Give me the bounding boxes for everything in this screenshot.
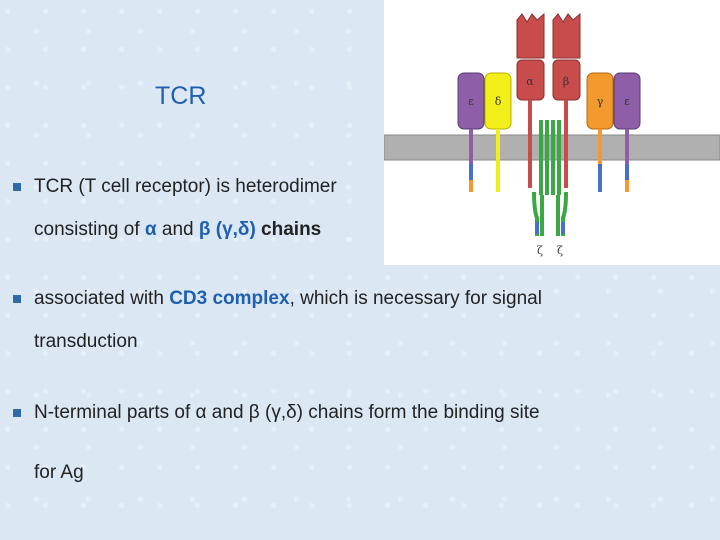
cd3-gamma-chain: γ [586,72,614,192]
epsilon-left-stem [469,129,473,164]
epsilon-left-tail-end [469,180,473,192]
beta-label: β [563,75,569,88]
delta-stem [496,129,500,164]
epsilon-right-label: ε [624,95,630,108]
bullet-3-line-1: N-terminal parts of α and β (γ,δ) chains… [34,402,540,423]
zeta-left-itam [535,222,539,234]
cd3-epsilon-right-chain: ε [613,72,641,192]
zeta-right-stem-a [551,120,555,195]
beta-symbol: β [198,219,211,240]
epsilon-right-tail-end [625,180,629,192]
text-segment: and [156,219,199,240]
zeta-left-stem-b [545,120,549,195]
zeta-left-label: ζ [537,244,543,257]
bullet-marker [13,295,21,303]
bullet-marker [13,183,21,191]
text-segment: , which is necessary for signal [289,288,542,309]
bullet-1-line-1: TCR (T cell receptor) is heterodimer [34,176,337,197]
cd3-epsilon-left-chain: ε [457,72,485,192]
beta-variable-domain [552,12,581,59]
alpha-label: α [526,75,534,88]
bullet-1-line-2: consisting of α and β (γ,δ) chains [34,219,321,241]
zeta-left-tail-outer [532,191,539,236]
epsilon-left-tail [469,164,473,180]
tcr-diagram-svg: ε δ α β [383,12,720,257]
beta-stem [564,100,568,188]
alpha-variable-domain [516,12,545,59]
tcr-beta-chain: β [552,12,581,188]
text-segment: consisting of [34,219,145,240]
epsilon-right-stem [625,129,629,164]
tcr-diagram: ε δ α β [383,0,720,265]
gamma-label: γ [597,95,604,108]
gamma-stem [598,129,602,164]
zeta-right-itam [561,222,565,234]
epsilon-left-label: ε [468,95,474,108]
bullet-2-line-2: transduction [34,331,138,352]
chains-word: chains [255,219,322,240]
zeta-right-tail-outer [561,191,568,236]
delta-label: δ [495,95,502,108]
zeta-left-stem-a [539,120,543,195]
cd3-delta-chain: δ [484,72,512,192]
gamma-tail [598,164,602,192]
text-segment: associated with [34,288,170,309]
delta-tail [496,164,500,192]
bullet-3-line-2: for Ag [34,462,84,483]
cd3-complex-term: CD3 complex [169,288,290,309]
alpha-symbol: α [144,219,157,240]
zeta-right-stem-b [557,120,561,195]
slide-title: TCR [155,82,207,110]
gamma-delta-symbols: (γ,δ) [210,219,256,240]
alpha-stem [528,100,532,188]
tcr-alpha-chain: α [516,12,545,188]
epsilon-right-tail [625,164,629,180]
cd3-zeta-dimer: ζ ζ [532,120,568,257]
zeta-right-label: ζ [557,244,563,257]
bullet-2-line-1: associated with CD3 complex, which is ne… [34,288,542,310]
bullet-marker [13,409,21,417]
